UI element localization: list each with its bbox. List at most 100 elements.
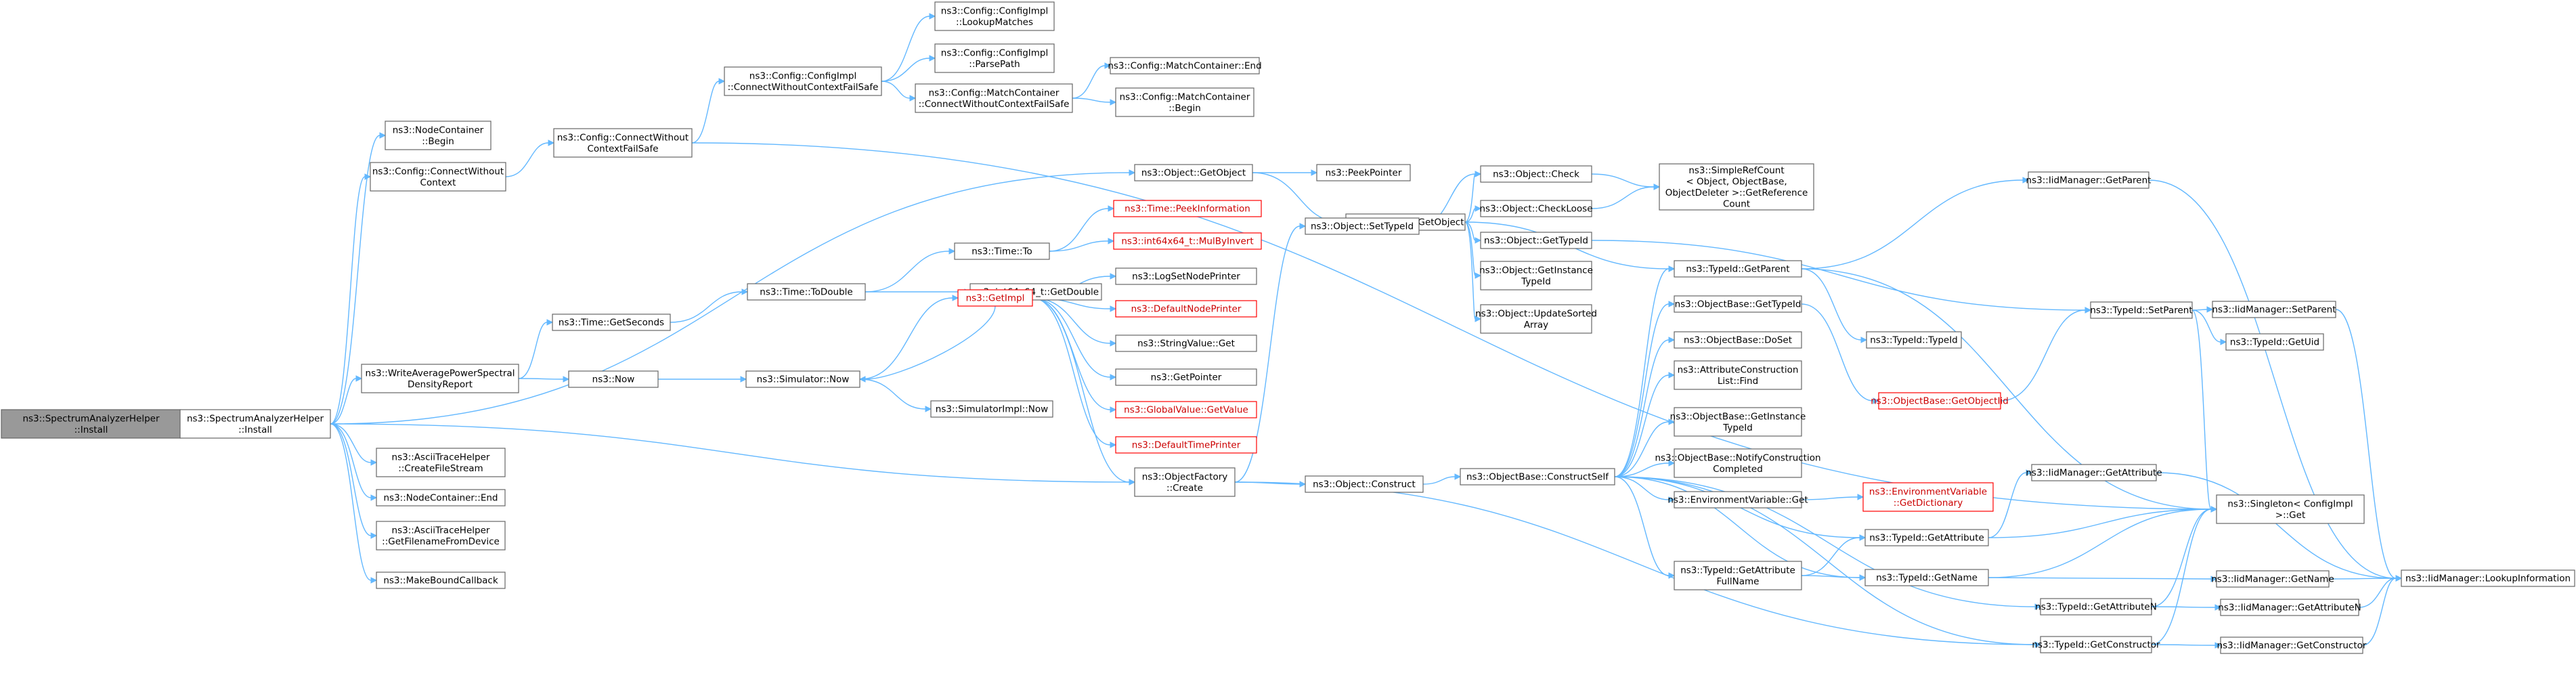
node-layer: ns3::SpectrumAnalyzerHelper::Installns3:… bbox=[1, 1, 2575, 654]
node-n28[interactable]: ns3::SimulatorImpl::Now bbox=[930, 400, 1053, 418]
node-n30[interactable]: ns3::DefaultNodePrinter bbox=[1115, 300, 1257, 318]
node-n4[interactable]: ns3::WriteAveragePowerSpectralDensityRep… bbox=[361, 364, 519, 393]
edge-n51-n55 bbox=[1801, 494, 1864, 500]
node-n21[interactable]: ns3::Time::To bbox=[954, 242, 1050, 260]
node-n63[interactable]: ns3::TypeId::GetUid bbox=[2225, 333, 2324, 351]
node-n24[interactable]: ns3::Time::GetSeconds bbox=[552, 314, 671, 331]
edge-line bbox=[1072, 65, 1106, 99]
edge-line bbox=[1614, 374, 1669, 477]
node-n34[interactable]: ns3::DefaultTimePrinter bbox=[1115, 436, 1257, 454]
node-n53[interactable]: ns3::TypeId::TypeId bbox=[1866, 331, 1962, 349]
node-n35[interactable]: ns3::ObjectFactory::Create bbox=[1134, 467, 1236, 497]
node-n44[interactable]: ns3::ObjectBase::ConstructSelf bbox=[1460, 468, 1615, 486]
node-label: ::Create bbox=[1166, 483, 1203, 494]
node-n25[interactable]: ns3::Now bbox=[568, 370, 659, 388]
node-n43[interactable]: ns3::SimpleRefCount< Object, ObjectBase,… bbox=[1659, 163, 1814, 211]
node-n68[interactable]: ns3::IidManager::GetConstructor bbox=[2217, 637, 2367, 654]
node-n60[interactable]: ns3::IidManager::GetParent bbox=[2026, 171, 2152, 189]
node-n47[interactable]: ns3::ObjectBase::DoSet bbox=[1674, 331, 1802, 349]
edge-line bbox=[1032, 297, 1111, 378]
node-n65[interactable]: ns3::Singleton< ConfigImpl >::Get bbox=[2216, 494, 2365, 524]
node-label: ::GetDictionary bbox=[1894, 498, 1963, 509]
node-n9[interactable]: ns3::Config::ConnectWithoutContextFailSa… bbox=[553, 128, 693, 158]
node-n16[interactable]: ns3::Object::GetObject bbox=[1134, 164, 1253, 181]
node-n58[interactable]: ns3::TypeId::GetAttributeN bbox=[2035, 598, 2157, 616]
edge-n61-n65 bbox=[2191, 309, 2218, 513]
node-n26[interactable]: ns3::Simulator::Now bbox=[745, 370, 860, 388]
edge-line bbox=[1614, 476, 2036, 607]
node-n19[interactable]: ns3::Time::PeekInformation bbox=[1113, 200, 1262, 217]
node-n56[interactable]: ns3::TypeId::GetAttribute bbox=[1864, 529, 1989, 546]
node-n20[interactable]: ns3::int64x64_t::MulByInvert bbox=[1113, 232, 1262, 250]
node-n64[interactable]: ns3::IidManager::GetAttribute bbox=[2026, 464, 2162, 481]
node-box bbox=[1674, 491, 1802, 509]
edge-line bbox=[1614, 268, 1669, 477]
node-n45[interactable]: ns3::TypeId::GetParent bbox=[1674, 260, 1802, 278]
node-n39[interactable]: ns3::Object::CheckLoose bbox=[1479, 200, 1593, 217]
edge-line bbox=[330, 172, 1130, 425]
node-n22[interactable]: ns3::Time::ToDouble bbox=[747, 283, 866, 301]
node-n5[interactable]: ns3::AsciiTraceHelper::CreateFileStream bbox=[376, 448, 506, 477]
node-n38[interactable]: ns3::Object::Check bbox=[1480, 165, 1592, 183]
node-n62[interactable]: ns3::IidManager::SetParent bbox=[2212, 301, 2336, 318]
node-label: ns3::GetImpl bbox=[966, 293, 1025, 304]
edge-arrowhead bbox=[1668, 496, 1676, 503]
node-n3[interactable]: ns3::Config::ConnectWithoutContext bbox=[370, 162, 506, 192]
node-n1[interactable]: ns3::SpectrumAnalyzerHelper::Install bbox=[179, 409, 331, 439]
node-n15[interactable]: ns3::Config::MatchContainer::Begin bbox=[1115, 87, 1254, 117]
node-label: ::GetFilenameFromDevice bbox=[382, 536, 500, 547]
node-box bbox=[1480, 304, 1592, 334]
node-n37[interactable]: ns3::Object::Construct bbox=[1305, 475, 1424, 493]
node-n7[interactable]: ns3::AsciiTraceHelper::GetFilenameFromDe… bbox=[376, 521, 506, 551]
edge-arrowhead bbox=[1475, 237, 1482, 244]
node-n6[interactable]: ns3::NodeContainer::End bbox=[376, 489, 506, 506]
node-n46[interactable]: ns3::ObjectBase::GetTypeId bbox=[1674, 295, 1802, 313]
node-n36[interactable]: ns3::Object::SetTypeId bbox=[1305, 217, 1420, 235]
node-n50[interactable]: ns3::ObjectBase::NotifyConstructionCompl… bbox=[1655, 448, 1821, 478]
node-n17[interactable]: ns3::PeekPointer bbox=[1316, 164, 1411, 181]
node-n29[interactable]: ns3::LogSetNodePrinter bbox=[1115, 267, 1257, 285]
node-n8[interactable]: ns3::MakeBoundCallback bbox=[376, 572, 506, 589]
node-label: ns3::NodeContainer bbox=[393, 125, 484, 135]
node-n55[interactable]: ns3::EnvironmentVariable::GetDictionary bbox=[1862, 482, 1994, 512]
node-n40[interactable]: ns3::Object::GetTypeId bbox=[1480, 232, 1592, 249]
node-label: ns3::IidManager::GetName bbox=[2211, 574, 2334, 585]
node-label: ns3::TypeId::TypeId bbox=[1870, 335, 1958, 346]
node-n14[interactable]: ns3::Config::MatchContainer::End bbox=[1108, 57, 1262, 74]
edge-arrowhead bbox=[548, 139, 555, 146]
node-box bbox=[1674, 561, 1802, 590]
node-n2[interactable]: ns3::NodeContainer::Begin bbox=[385, 121, 492, 150]
node-n0[interactable]: ns3::SpectrumAnalyzerHelper::Install bbox=[1, 409, 181, 439]
node-n12[interactable]: ns3::Config::ConfigImpl::ParsePath bbox=[934, 43, 1055, 73]
node-box bbox=[1460, 468, 1615, 486]
node-n69[interactable]: ns3::IidManager::LookupInformation bbox=[2401, 569, 2575, 587]
edge-arrowhead bbox=[1653, 184, 1661, 190]
node-n31[interactable]: ns3::StringValue::Get bbox=[1115, 335, 1257, 352]
node-label: ns3::NodeContainer::End bbox=[384, 493, 498, 504]
node-label: ns3::TypeId::GetParent bbox=[1686, 264, 1789, 275]
edge-n59-n68 bbox=[2151, 642, 2222, 649]
node-n61[interactable]: ns3::TypeId::SetParent bbox=[2090, 301, 2193, 319]
node-n66[interactable]: ns3::IidManager::GetName bbox=[2211, 570, 2334, 588]
edge-n54-n61 bbox=[2000, 307, 2092, 402]
node-n54[interactable]: ns3::ObjectBase::GetObjectIid bbox=[1871, 392, 2009, 410]
node-n10[interactable]: ns3::Config::ConfigImpl::ConnectWithoutC… bbox=[724, 66, 882, 96]
node-n59[interactable]: ns3::TypeId::GetConstructor bbox=[2032, 636, 2160, 653]
node-n27[interactable]: ns3::GetImpl bbox=[957, 289, 1033, 307]
node-n11[interactable]: ns3::Config::ConfigImpl::LookupMatches bbox=[934, 1, 1055, 31]
node-n32[interactable]: ns3::GetPointer bbox=[1115, 368, 1257, 386]
edge-arrowhead bbox=[858, 376, 866, 383]
node-n51[interactable]: ns3::EnvironmentVariable::Get bbox=[1667, 491, 1808, 509]
node-n13[interactable]: ns3::Config::MatchContainer::ConnectWith… bbox=[915, 83, 1073, 113]
node-box bbox=[361, 364, 519, 393]
node-n57[interactable]: ns3::TypeId::GetName bbox=[1864, 569, 1989, 586]
node-n67[interactable]: ns3::IidManager::GetAttributeN bbox=[2218, 599, 2361, 616]
node-n33[interactable]: ns3::GlobalValue::GetValue bbox=[1115, 401, 1257, 418]
edge-n61-n62 bbox=[2191, 306, 2214, 313]
node-box bbox=[376, 572, 506, 589]
